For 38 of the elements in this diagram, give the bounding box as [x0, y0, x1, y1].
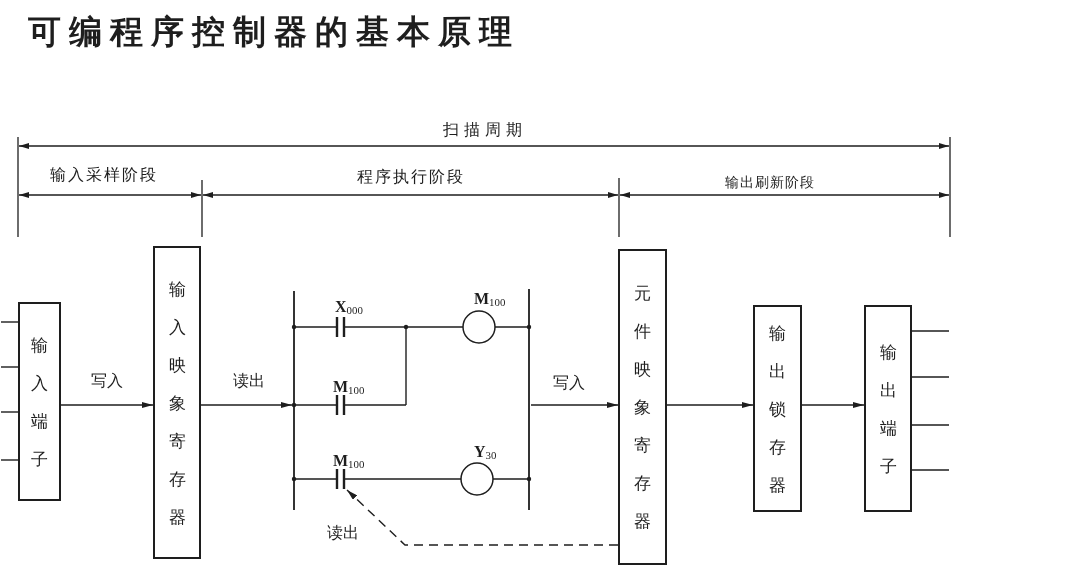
node-label: 输出端子 — [879, 340, 897, 478]
dimension-label: 输入采样阶段 — [50, 165, 158, 185]
terminal-line — [911, 469, 950, 471]
arrow — [666, 402, 754, 408]
register-box — [153, 246, 201, 559]
node-label: 输入映象寄存器 — [168, 277, 186, 529]
node-label: 元件映象寄存器 — [634, 282, 651, 533]
arrow — [200, 402, 293, 408]
contact-symbol — [335, 468, 347, 490]
register-box — [618, 249, 667, 565]
terminal-box — [864, 305, 912, 512]
node-label: 输入端子 — [31, 333, 48, 471]
edge-label: 写入 — [551, 373, 587, 393]
terminal-line — [911, 330, 950, 332]
terminal-line — [0, 366, 19, 368]
arrow — [530, 402, 619, 408]
edge-label: 写入 — [89, 371, 125, 391]
terminal-line — [0, 411, 19, 413]
address-label: M$_{100}$ — [333, 376, 365, 398]
terminal-line — [911, 424, 950, 426]
terminal-box — [18, 302, 61, 501]
arrow — [60, 402, 154, 408]
dimension-label: 程序执行阶段 — [357, 167, 465, 187]
node-label: 输出锁存器 — [769, 321, 786, 497]
address-label: X$_{000}$ — [335, 296, 363, 318]
address-label: M$_{100}$ — [333, 450, 365, 472]
address-label: Y$_{30}$ — [474, 441, 497, 463]
dimension-label: 输出刷新阶段 — [725, 173, 815, 191]
terminal-line — [0, 321, 19, 323]
terminal-line — [911, 376, 950, 378]
terminal-line — [0, 459, 19, 461]
diagram-title: 可编程序控制器的基本原理 — [28, 12, 520, 52]
latch-box — [753, 305, 802, 512]
dashed-arrow — [346, 489, 619, 546]
ladder-diagram — [292, 289, 531, 510]
dimension-label: 扫描周期 — [443, 120, 527, 140]
arrow — [801, 402, 865, 408]
address-label: M$_{100}$ — [474, 288, 506, 310]
